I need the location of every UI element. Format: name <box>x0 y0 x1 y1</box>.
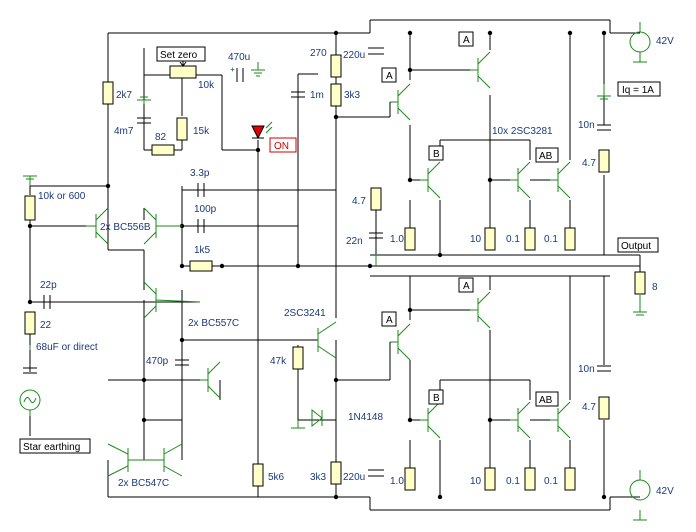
power-sources <box>19 22 651 501</box>
r0-1-bot-a-label: 0.1 <box>506 476 520 487</box>
c3p3-label: 3.3p <box>190 168 210 179</box>
r4-7-top-label: 4.7 <box>582 158 596 169</box>
r10k600-label: 10k or 600 <box>38 191 86 202</box>
r1-0-bot-label: 1.0 <box>390 476 404 487</box>
r10-top-label: 10 <box>470 234 482 245</box>
r22-label: 22 <box>40 320 52 331</box>
r1k5-label: 1k5 <box>194 245 211 256</box>
iq-label: Iq = 1A <box>622 85 654 96</box>
bc547-label: 2x BC547C <box>118 478 169 489</box>
diode-1n4148 <box>311 408 323 428</box>
tAB1-label: AB <box>539 151 553 162</box>
c4m7-label: 4m7 <box>114 126 134 137</box>
r3k3-top-label: 3k3 <box>344 90 361 101</box>
bc557-label: 2x BC557C <box>188 318 239 329</box>
c22n-label: 22n <box>346 236 363 247</box>
r4-7-mid-label: 4.7 <box>352 196 366 207</box>
r4-7-bot-label: 4.7 <box>582 402 596 413</box>
resistors <box>24 54 646 491</box>
c10n-bot-label: 10n <box>578 364 595 375</box>
star-earthing-label: Star earthing <box>23 442 80 453</box>
r0-1-bot-b-label: 0.1 <box>544 476 558 487</box>
r10-bot-label: 10 <box>470 476 482 487</box>
r1-0-top-label: 1.0 <box>390 234 404 245</box>
c220u-top-label: 220u <box>343 50 365 61</box>
r47k-label: 47k <box>270 356 287 367</box>
junction-dots <box>27 30 607 500</box>
tA1-label: A <box>386 71 393 82</box>
sc3241-label: 2SC3241 <box>284 308 326 319</box>
r0-1-top-b-label: 0.1 <box>544 234 558 245</box>
r3k3-bot-label: 3k3 <box>310 472 327 483</box>
c10n-top-label: 10n <box>578 120 595 131</box>
transistors <box>86 51 571 477</box>
svg-text:+: + <box>230 65 235 74</box>
q-top-label: 10x 2SC3281 <box>492 126 553 137</box>
component-labels: Set zero 470u 10k 2k7 4m7 82 15k ON 270 … <box>19 31 674 497</box>
r15k-label: 15k <box>193 126 210 137</box>
bA2-label: A <box>463 281 470 292</box>
r270-label: 270 <box>310 48 327 59</box>
on-label: ON <box>274 141 289 152</box>
tA2-label: A <box>463 35 470 46</box>
v42-top-label: 42V <box>656 36 674 47</box>
grounds <box>23 52 647 521</box>
capacitors: + <box>23 47 611 477</box>
c100p-label: 100p <box>194 204 217 215</box>
r2k7-label: 2k7 <box>116 90 133 101</box>
wires <box>29 19 641 511</box>
r8-label: 8 <box>652 282 658 293</box>
r5k6-label: 5k6 <box>268 472 285 483</box>
bB1-label: B <box>433 393 440 404</box>
r0-1-top-a-label: 0.1 <box>506 234 520 245</box>
bc556-label: 2x BC556B <box>100 222 151 233</box>
c470p-label: 470p <box>146 356 169 367</box>
c470u-label: 470u <box>228 52 250 63</box>
c68u-label: 68uF or direct <box>36 342 98 353</box>
tB1-label: B <box>433 149 440 160</box>
c1m-label: 1m <box>310 90 324 101</box>
bA1-label: A <box>386 315 393 326</box>
c22p-label: 22p <box>40 280 57 291</box>
d1n4148-label: 1N4148 <box>348 412 383 423</box>
set-zero-label: Set zero <box>160 50 198 61</box>
v42-bot-label: 42V <box>656 486 674 497</box>
led-on <box>251 121 273 140</box>
r10k-pot-label: 10k <box>198 80 215 91</box>
output-label: Output <box>621 241 651 252</box>
bAB1-label: AB <box>539 395 553 406</box>
r82-label: 82 <box>155 132 167 143</box>
c220u-bot-label: 220u <box>343 472 365 483</box>
